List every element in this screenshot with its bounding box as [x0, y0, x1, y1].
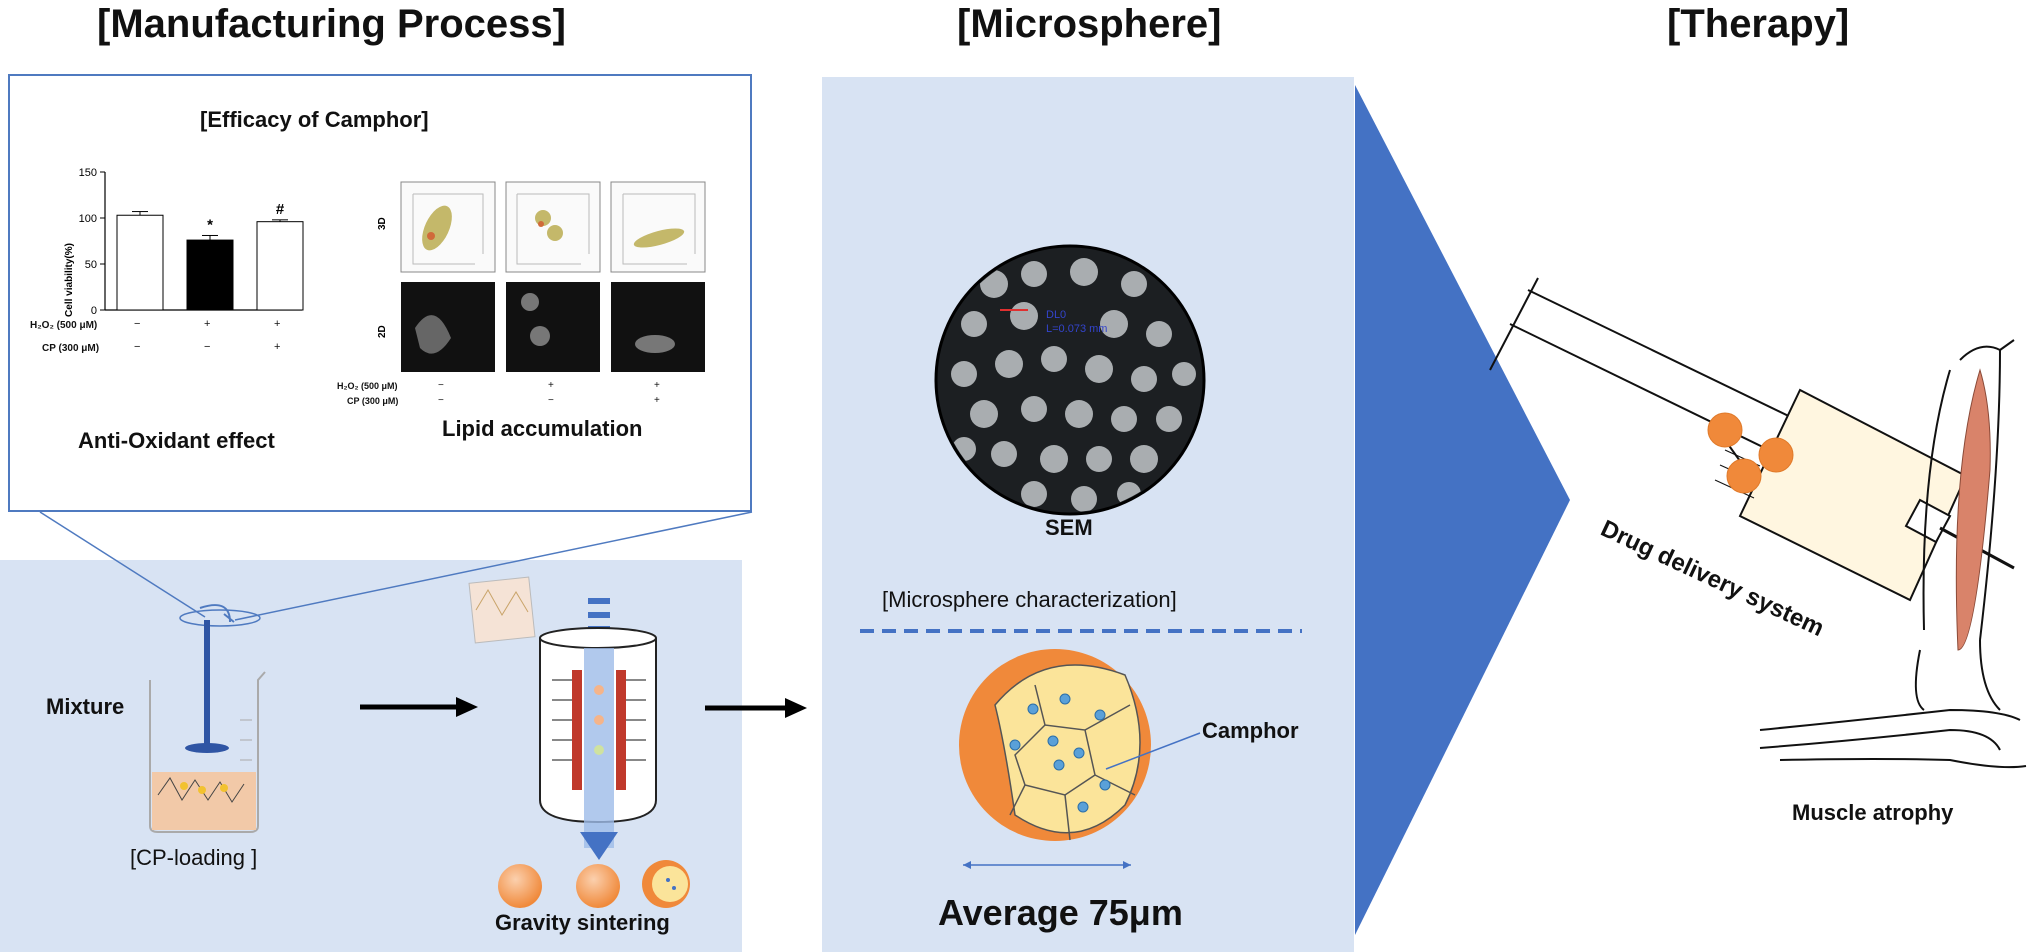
h2o2-mark-2: +: [204, 318, 211, 330]
lipid-row-cp-label: CP (300 μM): [347, 396, 399, 406]
manufacturing-header: [Manufacturing Process]: [97, 2, 566, 46]
y-tick-label: 50: [85, 259, 97, 271]
arm-muscle: [1759, 339, 2027, 769]
therapy-header: [Therapy]: [1667, 2, 1850, 46]
micrograph-3d-h2o2: [505, 181, 601, 273]
lipid-row-2d: 2D: [377, 325, 388, 338]
cp-loading-label: [CP-loading ]: [130, 845, 258, 870]
micrograph-2d-h2o2-cp: [611, 282, 705, 372]
sem-measure-value: L=0.073 mm: [1046, 323, 1107, 335]
average-size-label: Average 75μm: [938, 892, 1183, 933]
camphor-leader-line: [1105, 732, 1201, 770]
therapy-illustration: [1489, 277, 2027, 769]
cp-mark-1: −: [134, 341, 141, 353]
gravity-label: Gravity sintering: [495, 910, 670, 935]
h2o2-mark-1: −: [134, 318, 141, 330]
transition-triangle: [1355, 85, 1570, 935]
y-tick-label: 100: [79, 213, 97, 225]
cp-mark-3: +: [274, 341, 281, 353]
h2o2-mark-3: +: [274, 318, 281, 330]
micrograph-2d-control: [401, 282, 495, 372]
y-tick-label: 150: [79, 167, 97, 179]
row-cp-label: CP (300 μM): [42, 343, 100, 354]
efficacy-title: [Efficacy of Camphor]: [200, 107, 429, 132]
lipid-row-3d: 3D: [377, 217, 388, 230]
y-tick-label: 0: [91, 305, 97, 317]
muscle-atrophy-label: Muscle atrophy: [1792, 800, 1954, 825]
significance-mark: *: [207, 216, 213, 233]
viability-chart: Cell viability(%) 0 50 100 150 * #: [64, 167, 304, 317]
micrograph-2d-h2o2: [506, 282, 600, 372]
cp-mark-2: −: [204, 341, 211, 353]
antioxidant-label: Anti-Oxidant effect: [78, 428, 275, 453]
arrow-to-microsphere: [705, 698, 807, 718]
lipid-cp-mark-2: −: [548, 395, 554, 406]
lipid-label: Lipid accumulation: [442, 416, 643, 441]
lipid-row-h2o2-label: H₂O₂ (500 μM): [337, 381, 398, 391]
bar: [186, 239, 234, 311]
sem-image: DL0 L=0.073 mm: [934, 244, 1206, 516]
micrograph-3d-control: [400, 181, 496, 273]
syringe: [1489, 277, 2015, 602]
sintering-column: [468, 576, 657, 860]
characterization-divider: [860, 629, 1302, 633]
lipid-h2o2-mark-1: −: [438, 380, 444, 391]
arrow-to-sintering: [360, 697, 478, 717]
row-h2o2-label: H₂O₂ (500 μM): [30, 320, 98, 331]
micrograph-3d-h2o2-cp: [610, 181, 706, 273]
lipid-cp-mark-1: −: [438, 395, 444, 406]
mixture-label: Mixture: [46, 694, 125, 719]
chart-ylabel: Cell viability(%): [64, 243, 75, 317]
zoom-lines: [39, 511, 753, 621]
bar: [256, 221, 304, 311]
lipid-h2o2-mark-3: +: [654, 380, 660, 391]
lipid-micrographs: 3D 2D: [377, 181, 706, 372]
lipid-cp-mark-3: +: [654, 395, 660, 406]
characterization-label: [Microsphere characterization]: [882, 587, 1177, 612]
bar: [116, 214, 164, 311]
significance-mark: #: [276, 201, 285, 218]
lipid-h2o2-mark-2: +: [548, 380, 554, 391]
beaker-mixture: [149, 604, 266, 833]
microsphere-header: [Microsphere]: [957, 2, 1222, 46]
sem-label: SEM: [1045, 515, 1093, 540]
sem-measure-name: DL0: [1046, 309, 1066, 321]
microsphere-cross-section: [959, 649, 1151, 869]
camphor-label: Camphor: [1202, 718, 1299, 743]
output-microspheres: [498, 860, 690, 908]
